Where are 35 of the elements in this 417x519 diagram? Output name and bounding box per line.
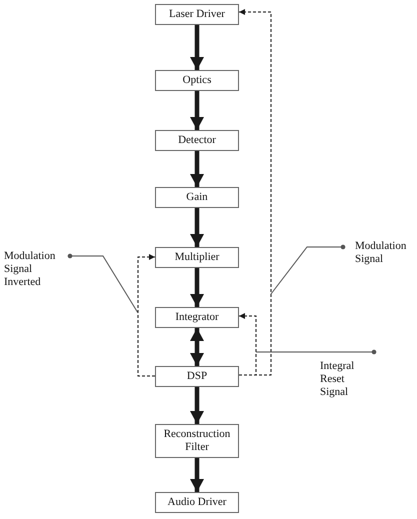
signal-label: Modulation Signal xyxy=(355,240,408,266)
process-box xyxy=(155,70,239,91)
arrow xyxy=(190,151,204,187)
arrow xyxy=(190,25,204,70)
leader-line xyxy=(256,350,376,354)
arrow xyxy=(190,458,204,492)
process-box xyxy=(155,187,239,208)
process-box xyxy=(155,366,239,387)
box-label: Multiplier xyxy=(174,251,220,264)
signal-label: Integral Reset Signal xyxy=(320,360,356,399)
box-label: DSP xyxy=(186,370,208,383)
box-label: Audio Driver xyxy=(168,496,226,509)
process-box xyxy=(155,492,239,513)
process-box xyxy=(155,424,239,458)
box-label: Optics xyxy=(182,74,212,87)
signal-label: Modulation Signal Inverted xyxy=(4,250,56,289)
arrow xyxy=(190,208,204,247)
arrow xyxy=(190,387,204,424)
process-box xyxy=(155,4,239,25)
dashed-arrow xyxy=(238,9,272,376)
arrow xyxy=(190,268,204,307)
box-label: Reconstruction Filter xyxy=(162,428,232,454)
arrow xyxy=(190,91,204,130)
double-arrow xyxy=(190,328,204,366)
process-box xyxy=(155,130,239,151)
process-box xyxy=(155,307,239,328)
leader-line xyxy=(270,244,346,294)
leader-line xyxy=(68,254,138,314)
box-label: Detector xyxy=(178,134,216,147)
dashed-arrow xyxy=(138,254,156,376)
box-label: Integrator xyxy=(175,311,219,324)
dashed-arrow xyxy=(238,313,256,376)
box-label: Gain xyxy=(186,191,208,204)
process-box xyxy=(155,247,239,268)
box-label: Laser Driver xyxy=(169,8,225,21)
